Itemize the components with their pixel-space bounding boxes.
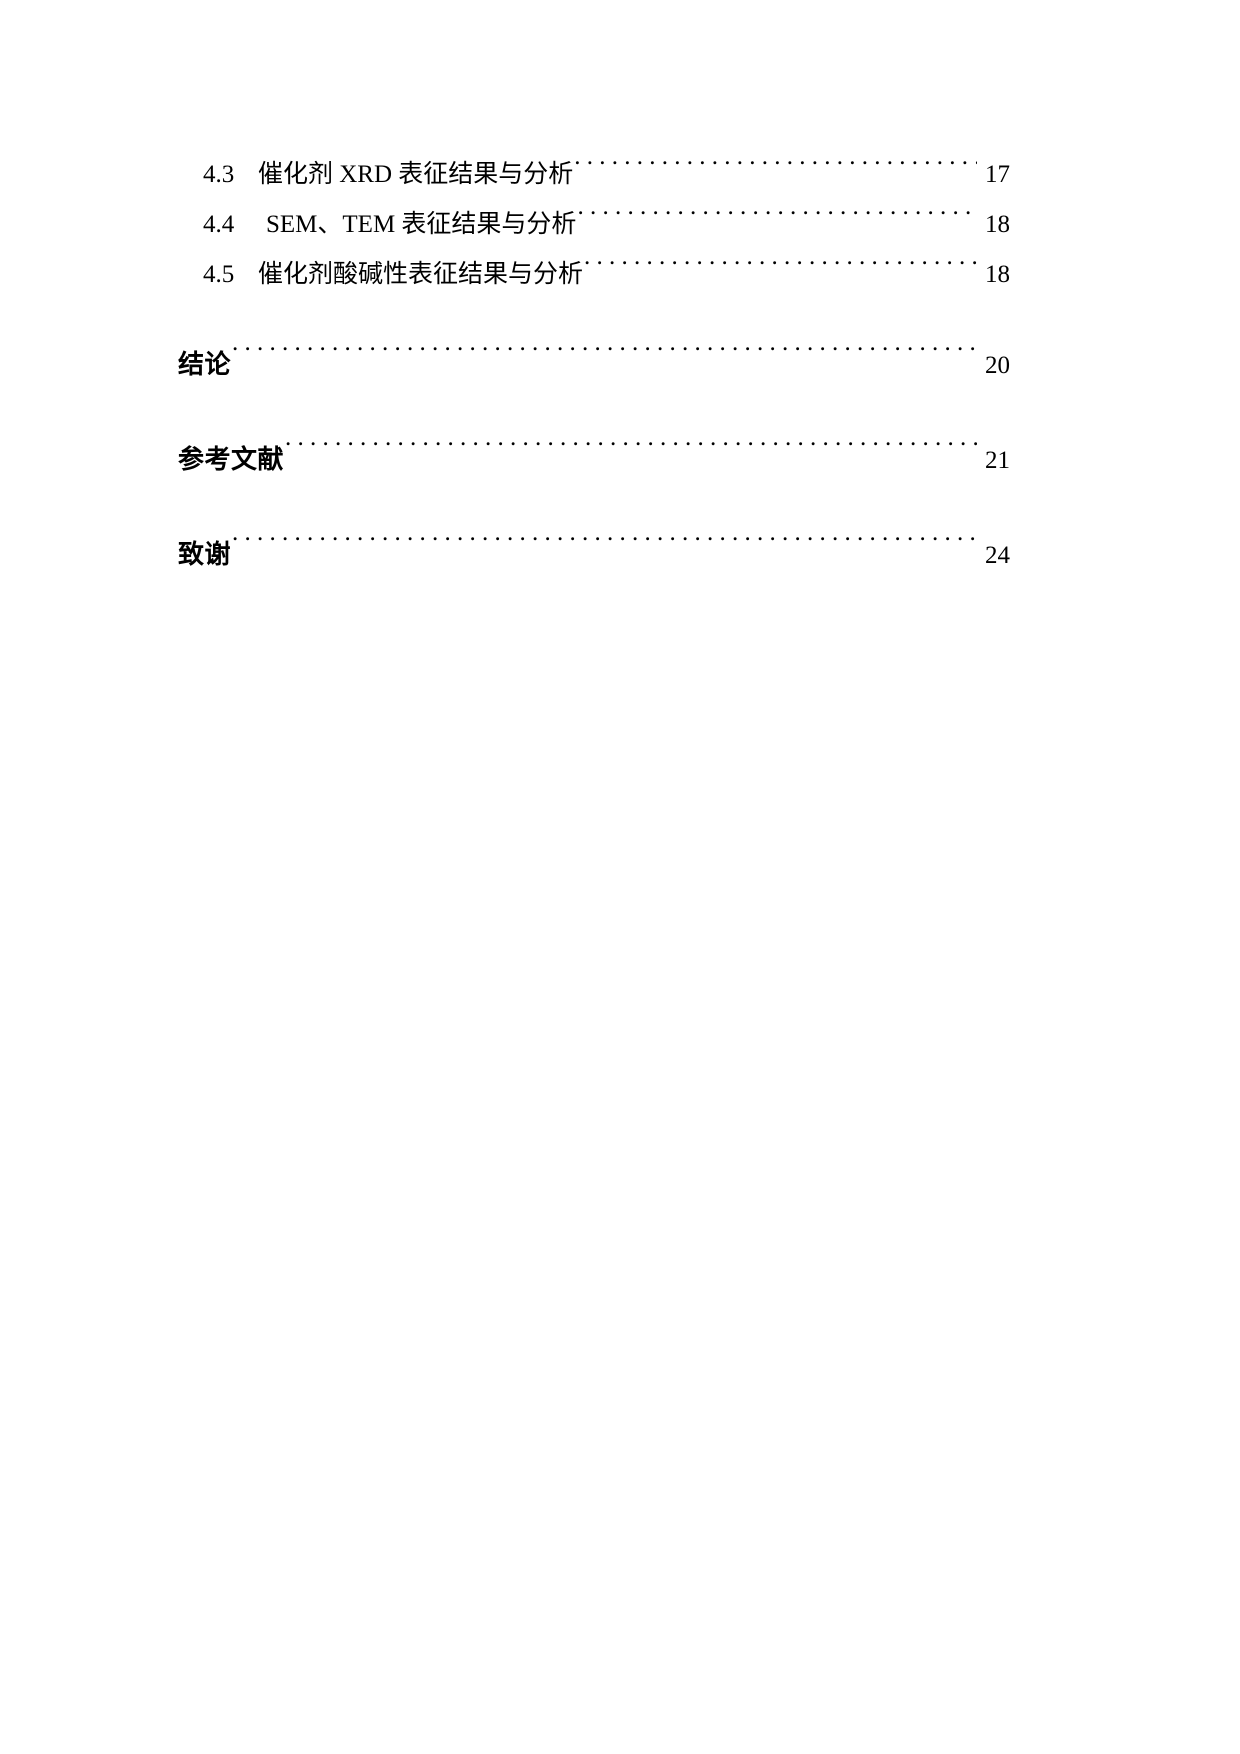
table-of-contents: 4.3 催化剂 XRD 表征结果与分析 17 4.4 SEM、TEM 表征结果与… — [178, 150, 1010, 585]
toc-dot-leader — [285, 442, 977, 468]
toc-dot-leader — [577, 207, 977, 232]
toc-dot-leader — [574, 157, 977, 182]
toc-dot-leader — [584, 257, 977, 282]
toc-entry-number: 4.3 — [203, 161, 235, 188]
toc-entry-title: 催化剂酸碱性表征结果与分析 — [258, 261, 584, 288]
toc-entry-title: SEM、TEM 表征结果与分析 — [266, 211, 577, 238]
toc-entry-title: 参考文献 — [178, 445, 285, 475]
toc-entry-page-number: 20 — [985, 352, 1010, 379]
toc-dot-leader — [232, 347, 977, 373]
toc-section-gap — [178, 490, 1010, 525]
toc-entry-page-number: 24 — [985, 542, 1010, 569]
toc-entry-page-number: 18 — [985, 261, 1010, 288]
toc-entry-number: 4.5 — [203, 261, 235, 288]
toc-entry-number: 4.4 — [203, 211, 235, 238]
toc-dot-leader — [232, 537, 977, 563]
toc-entry-page-number: 21 — [985, 447, 1010, 474]
toc-entry-title: 致谢 — [178, 540, 232, 570]
toc-entry-title: 催化剂 XRD 表征结果与分析 — [258, 161, 574, 188]
toc-entry-4-3[interactable]: 4.3 催化剂 XRD 表征结果与分析 17 — [178, 150, 1010, 200]
toc-entry-conclusion[interactable]: 结论 20 — [178, 335, 1010, 395]
toc-entry-page-number: 18 — [985, 211, 1010, 238]
toc-entry-4-4[interactable]: 4.4 SEM、TEM 表征结果与分析 18 — [178, 200, 1010, 250]
toc-entry-page-number: 17 — [985, 161, 1010, 188]
toc-entry-title: 结论 — [178, 350, 232, 380]
toc-entry-references[interactable]: 参考文献 21 — [178, 430, 1010, 490]
toc-section-gap — [178, 395, 1010, 430]
toc-entry-4-5[interactable]: 4.5 催化剂酸碱性表征结果与分析 18 — [178, 250, 1010, 300]
toc-entry-acknowledgements[interactable]: 致谢 24 — [178, 525, 1010, 585]
toc-section-gap — [178, 300, 1010, 335]
